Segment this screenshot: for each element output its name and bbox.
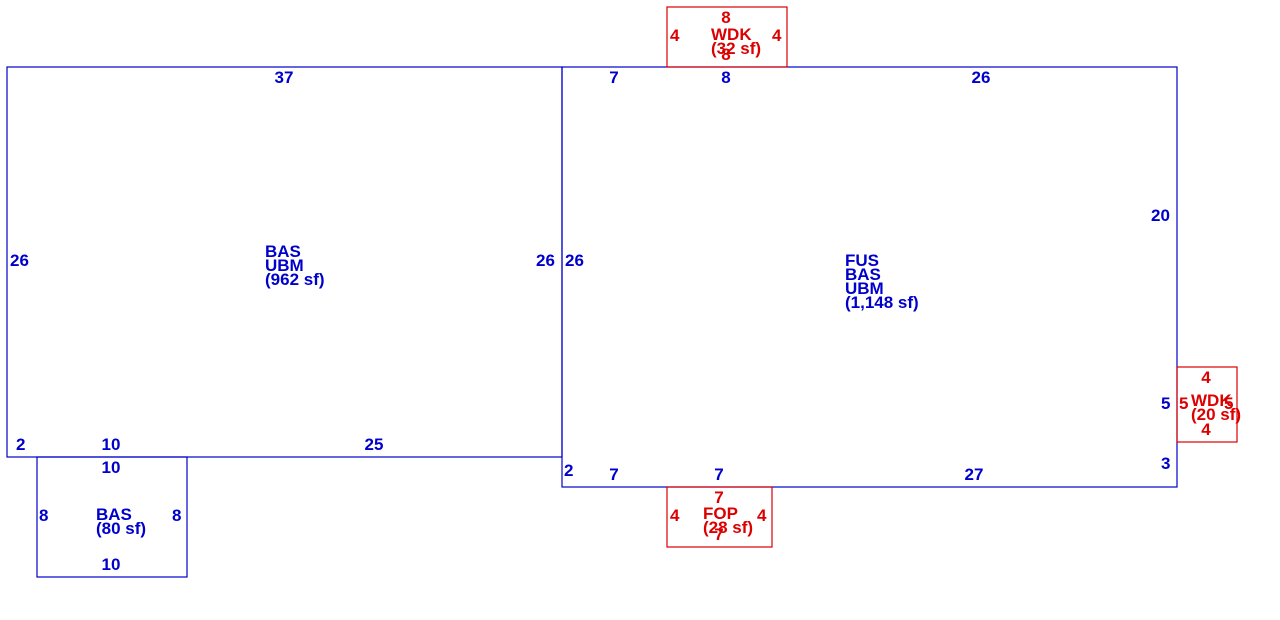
dim-left-top: 37 xyxy=(275,68,294,87)
right-main-area: (1,148 sf) xyxy=(845,293,919,312)
right-main-code-1: FUS xyxy=(845,251,879,270)
dim-right-bottom-2: 2 xyxy=(564,461,573,480)
dim-right-top-26: 26 xyxy=(972,68,991,87)
dim-fop-left: 4 xyxy=(670,506,680,525)
right-main-code-2: BAS xyxy=(845,265,881,284)
dim-small-right: 8 xyxy=(172,506,181,525)
bottom-porch-code: FOP xyxy=(703,504,738,523)
right-deck-code: WDK xyxy=(1191,391,1232,410)
dim-left-bottom-10: 10 xyxy=(102,435,121,454)
bottom-small-area: (80 sf) xyxy=(96,519,146,538)
right-deck-outline xyxy=(1176,366,1238,443)
dim-fop-right: 4 xyxy=(757,506,767,525)
bottom-small-outline xyxy=(36,456,188,578)
dim-right-right-3: 3 xyxy=(1161,454,1170,473)
right-main-code-3: UBM xyxy=(845,279,884,298)
dim-right-right-20: 20 xyxy=(1151,206,1170,225)
dim-wdk-top-top: 8 xyxy=(721,8,730,27)
dim-left-bottom-2: 2 xyxy=(16,435,25,454)
dim-fop-bottom: 7 xyxy=(714,525,723,544)
dim-wdk-right-top: 4 xyxy=(1201,368,1211,387)
dim-right-bottom-27: 27 xyxy=(965,465,984,484)
dim-right-top-7: 7 xyxy=(609,68,618,87)
dim-right-bottom-7b: 7 xyxy=(714,465,723,484)
right-main-outline xyxy=(561,66,1178,488)
dim-wdk-top-left: 4 xyxy=(670,26,680,45)
dim-right-bottom-7a: 7 xyxy=(609,465,618,484)
dim-wdk-right-right: 5 xyxy=(1224,394,1233,413)
dim-left-bottom-25: 25 xyxy=(365,435,384,454)
dim-right-top-8: 8 xyxy=(721,68,730,87)
left-main-area: (962 sf) xyxy=(265,270,325,289)
dim-fop-top: 7 xyxy=(714,488,723,507)
bottom-porch-area: (28 sf) xyxy=(703,518,753,537)
bottom-porch-outline xyxy=(666,486,773,548)
bottom-small-code-1: BAS xyxy=(96,505,132,524)
left-main-code-2: UBM xyxy=(265,256,304,275)
dim-wdk-right-bottom: 4 xyxy=(1201,420,1211,439)
left-main-code-1: BAS xyxy=(265,242,301,261)
dim-left-right: 26 xyxy=(536,251,555,270)
top-deck-outline xyxy=(666,6,788,68)
right-deck-area: (20 sf) xyxy=(1191,405,1241,424)
dim-small-top: 10 xyxy=(102,458,121,477)
dim-wdk-top-bottom: 8 xyxy=(721,45,730,64)
dim-wdk-right-left: 5 xyxy=(1179,394,1188,413)
dim-wdk-top-right: 4 xyxy=(772,26,782,45)
top-deck-code: WDK xyxy=(711,25,752,44)
dim-small-bottom: 10 xyxy=(102,555,121,574)
dim-small-left: 8 xyxy=(39,506,48,525)
dim-right-left: 26 xyxy=(565,251,584,270)
dim-right-right-5: 5 xyxy=(1161,394,1170,413)
top-deck-area: (32 sf) xyxy=(711,39,761,58)
dim-left-left: 26 xyxy=(10,251,29,270)
